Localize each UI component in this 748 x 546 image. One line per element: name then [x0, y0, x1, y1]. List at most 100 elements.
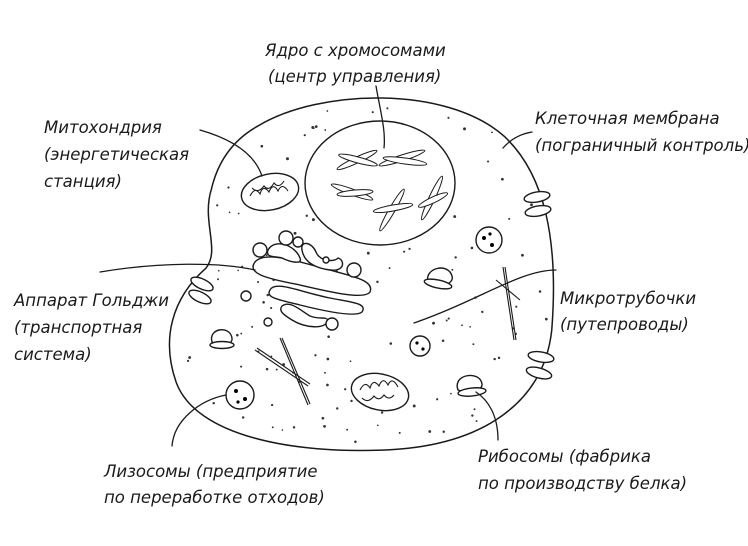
chromosomes: [330, 149, 449, 232]
label-line: (энергетическая: [44, 145, 189, 164]
cytoplasm-dot: [324, 371, 326, 374]
cytoplasm-dot: [349, 360, 352, 363]
cytoplasm-dot: [312, 127, 315, 130]
cytoplasm-dot: [471, 414, 474, 417]
cytoplasm-dot: [217, 269, 220, 272]
label-microtubules: Микротрубочки (путепроводы): [560, 289, 696, 334]
label-membrane: Клеточная мембрана (пограничный контроль…: [535, 109, 748, 155]
cytoplasm-dot: [376, 424, 379, 427]
label-line: Рибосомы (фабрика: [478, 447, 651, 466]
label-line: Клеточная мембрана: [535, 109, 720, 128]
cytoplasm-dot: [240, 332, 243, 335]
label-mitochondria: Митохондрия (энергетическая станция): [44, 118, 189, 191]
label-line: Аппарат Гольджи: [13, 291, 169, 310]
cytoplasm-dot: [491, 131, 493, 134]
cytoplasm-dot: [436, 398, 439, 401]
cytoplasm-dot: [472, 343, 475, 346]
cytoplasm-dot: [442, 430, 445, 433]
lysosome: [225, 380, 255, 410]
cytoplasm-dot: [451, 268, 454, 271]
cytoplasm-dot: [326, 383, 329, 387]
cytoplasm-dot: [508, 217, 511, 220]
lysosome: [475, 226, 503, 254]
cytoplasm-dot: [321, 416, 325, 420]
cytoplasm-dot: [266, 293, 269, 297]
leader-lines: [99, 85, 557, 447]
cytoplasm-dot: [447, 116, 450, 119]
cytoplasm-dot: [265, 367, 269, 371]
cytoplasm-dot: [293, 231, 297, 235]
leader-nucleus: [375, 85, 386, 149]
leader-golgi: [99, 263, 256, 273]
cytoplasm-dot: [470, 246, 474, 250]
cytoplasm-dot: [469, 325, 472, 328]
label-line: по переработке отходов): [104, 488, 325, 507]
cytoplasm-dot: [441, 339, 445, 342]
cytoplasm-dot: [354, 440, 357, 443]
cytoplasm-dot: [270, 403, 274, 407]
cytoplasm-dot: [237, 269, 239, 272]
cytoplasm-dot: [217, 278, 219, 281]
cytoplasm-dot: [303, 134, 306, 137]
cytoplasm-dot: [408, 247, 411, 250]
cytoplasm-dot: [445, 319, 448, 322]
cytoplasm-dot: [501, 177, 504, 181]
cytoplasm-dot: [311, 218, 315, 222]
cytoplasm-dot: [344, 388, 347, 391]
cytoplasm-dot: [326, 110, 329, 112]
mitochondrion: [350, 372, 410, 412]
cytoplasm-dot: [366, 251, 370, 255]
cytoplasm-dot: [544, 317, 548, 321]
cytoplasm-dot: [314, 354, 317, 357]
cytoplasm-dot: [212, 401, 215, 405]
cytoplasm-dot: [493, 357, 496, 361]
cytoplasm-dot: [475, 420, 478, 422]
leader-lysosomes: [171, 394, 227, 447]
cytoplasm-dot: [388, 267, 391, 270]
membrane-channels: [188, 190, 555, 380]
cytoplasm-dot: [389, 342, 393, 345]
label-line: Митохондрия: [44, 118, 162, 137]
cytoplasm-dot: [398, 431, 401, 434]
cytoplasm-dot: [461, 324, 463, 327]
cytoplasm-dot: [447, 317, 450, 320]
cytoplasm-dot: [240, 365, 243, 368]
label-line: по производству белка): [478, 474, 687, 493]
cytoplasm-dot: [350, 399, 353, 403]
cytoplasm-dot: [227, 186, 230, 189]
cytoplasm-dot: [463, 127, 466, 131]
cytoplasm-dot: [473, 408, 476, 411]
cytoplasm-dot: [403, 250, 406, 253]
cytoplasm-dot: [216, 204, 219, 207]
cytoplasm-dot: [281, 429, 284, 431]
cytoplasm-dot: [270, 355, 273, 358]
cytoplasm-dot: [346, 428, 349, 431]
cytoplasm-dot: [450, 392, 452, 395]
cytoplasm-dot: [371, 111, 374, 114]
cytoplasm-dot: [275, 368, 278, 371]
cytoplasm-dot: [188, 356, 192, 359]
leader-ribosomes: [475, 391, 499, 441]
cytoplasm-dot: [380, 411, 384, 414]
mitochondrion: [240, 172, 300, 212]
cytoplasm-dot: [454, 256, 457, 259]
cytoplasm-dot: [260, 144, 264, 148]
cytoplasm-dot: [453, 215, 457, 218]
cytoplasm-dot: [324, 129, 327, 131]
cytoplasm-dot: [236, 333, 239, 337]
cytoplasm-dot: [262, 301, 265, 304]
label-line: (пограничный контроль): [535, 136, 748, 155]
leader-membrane: [502, 131, 533, 149]
cytoplasm-dot: [521, 253, 524, 257]
cytoplasm-dot: [270, 306, 273, 310]
label-golgi: Аппарат Гольджи (транспортная система): [13, 291, 169, 364]
cytoplasm-dot: [530, 203, 533, 207]
cytoplasm-dot: [412, 404, 416, 408]
cytoplasm-dot: [186, 359, 190, 363]
label-line: Лизосомы (предприятие: [103, 462, 318, 481]
label-line: (транспортная: [14, 318, 142, 337]
cytoplasm-dot: [292, 426, 296, 429]
cytoplasm-dot: [314, 125, 318, 129]
